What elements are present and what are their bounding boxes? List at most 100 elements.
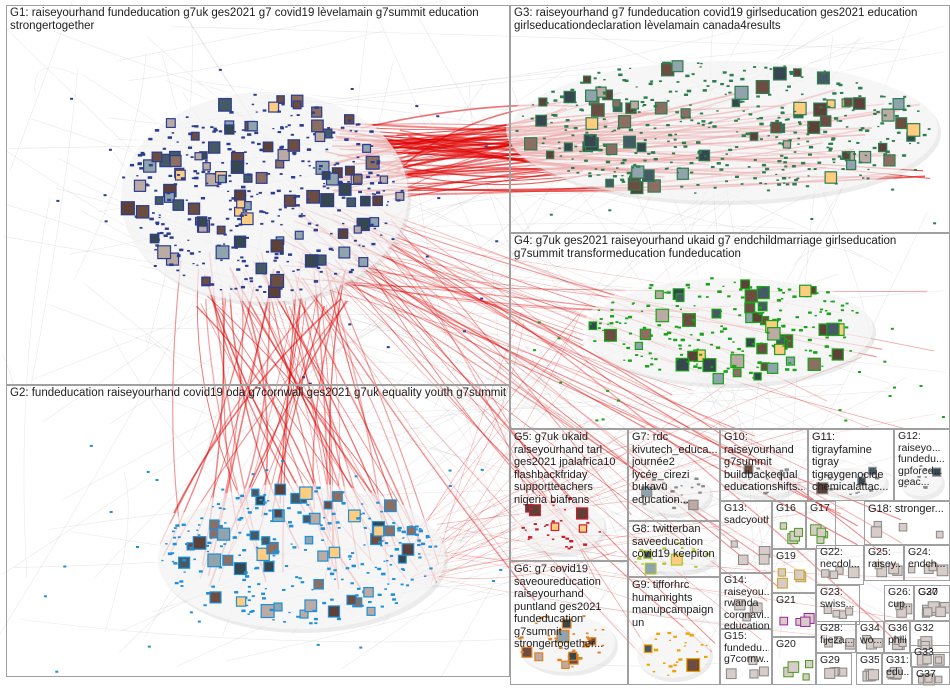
node-avatar [605, 178, 615, 188]
group-panel-g6: G6: g7 covid19 saveoureducation raiseyou… [510, 561, 628, 685]
node [719, 168, 724, 171]
node-avatar [343, 114, 355, 125]
node [177, 174, 181, 176]
node [272, 538, 277, 541]
node [740, 77, 745, 81]
node-avatar [654, 101, 668, 115]
node [696, 483, 701, 486]
node [350, 552, 355, 555]
node [363, 544, 366, 546]
node [182, 274, 186, 277]
edge [558, 376, 908, 536]
node [625, 317, 629, 320]
edge-g1-other [379, 232, 535, 513]
node [561, 535, 566, 539]
node [615, 321, 619, 324]
node-avatar [751, 312, 763, 323]
edge-g2-other [459, 371, 745, 560]
node [401, 530, 406, 534]
node [331, 131, 336, 134]
node [800, 76, 804, 78]
group-panel-g35: G35 [856, 653, 882, 685]
node [587, 637, 592, 641]
node [687, 287, 691, 289]
node [722, 285, 725, 287]
node [182, 559, 187, 562]
node-avatar [344, 165, 355, 176]
edge-g2-other [444, 486, 603, 533]
node [573, 126, 578, 130]
node [856, 141, 860, 144]
node [265, 250, 270, 253]
node [712, 80, 717, 83]
node [171, 132, 175, 134]
node [295, 576, 299, 579]
node [757, 361, 762, 364]
node [174, 244, 177, 247]
node [551, 90, 555, 93]
node-avatar [874, 561, 883, 570]
node [680, 485, 683, 487]
node [575, 104, 579, 107]
edge [172, 26, 907, 51]
node [741, 350, 744, 352]
node [653, 127, 657, 130]
node [398, 541, 402, 544]
edge [520, 591, 870, 632]
node-avatar [201, 276, 211, 286]
edge [330, 279, 473, 341]
node [824, 345, 829, 348]
node [612, 175, 617, 178]
node-avatar [617, 115, 632, 129]
node [596, 174, 599, 176]
node [271, 220, 275, 223]
node [275, 550, 280, 554]
node [283, 620, 286, 623]
node [576, 171, 580, 174]
node [280, 126, 284, 129]
node [518, 637, 522, 640]
node [782, 345, 785, 347]
node [720, 82, 724, 86]
node [625, 98, 629, 101]
node [582, 641, 586, 644]
node [255, 111, 258, 113]
cluster-g12 [898, 464, 945, 500]
node [429, 567, 433, 570]
node [674, 499, 678, 502]
node [672, 506, 677, 510]
node [225, 217, 230, 220]
node [515, 129, 519, 132]
edge-g1-other [351, 256, 751, 472]
node [329, 572, 335, 576]
cluster-g4 [583, 274, 876, 388]
node [806, 133, 810, 136]
node [234, 287, 238, 290]
node [262, 211, 266, 214]
node [752, 343, 756, 346]
node [776, 179, 780, 181]
node-avatar [612, 99, 621, 108]
node [370, 145, 374, 147]
node [242, 578, 247, 582]
node [187, 250, 190, 252]
group-label-g23: G23: swiss... [820, 587, 855, 610]
node-avatar [766, 362, 779, 374]
edge-g1-other [354, 260, 693, 391]
node [358, 190, 362, 194]
node [613, 129, 616, 132]
node [322, 185, 326, 188]
node [259, 210, 264, 213]
node [862, 473, 867, 476]
node [777, 287, 780, 290]
edge-g1-g2 [271, 305, 326, 511]
node [680, 185, 684, 188]
node [941, 416, 945, 419]
node [521, 526, 525, 529]
node [798, 329, 803, 332]
node [360, 503, 364, 505]
node [169, 263, 174, 267]
node [571, 650, 576, 653]
node [642, 327, 646, 329]
